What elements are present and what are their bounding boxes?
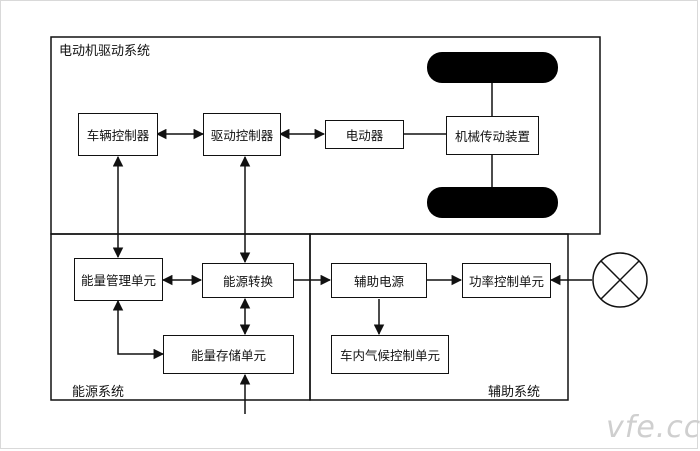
climate-control-unit-block: 车内气候控制单元	[331, 335, 449, 374]
lower-wheel	[427, 187, 558, 218]
energy-management-unit-block: 能量管理单元	[74, 258, 163, 301]
upper-wheel	[427, 52, 558, 83]
auxiliary-system-label: 辅助系统	[488, 385, 541, 400]
energy-storage-unit-block: 能量存储单元	[163, 335, 294, 374]
arrow-energymgmt-storage	[112, 299, 165, 360]
watermark: vfe.cc	[606, 410, 700, 445]
drive-controller-block: 驱动控制器	[203, 113, 281, 156]
auxiliary-region	[309, 233, 569, 401]
lamp-icon	[592, 252, 648, 308]
motor-drive-system-label: 电动机驱动系统	[59, 44, 151, 59]
energy-conversion-block: 能源转换	[202, 263, 294, 298]
energy-system-label: 能源系统	[72, 385, 125, 400]
vehicle-controller-block: 车辆控制器	[78, 113, 158, 156]
motor-block: 电动器	[325, 120, 404, 149]
power-control-unit-block: 功率控制单元	[462, 263, 551, 298]
mechanical-transmission-block: 机械传动装置	[446, 116, 539, 155]
auxiliary-power-block: 辅助电源	[331, 263, 427, 298]
